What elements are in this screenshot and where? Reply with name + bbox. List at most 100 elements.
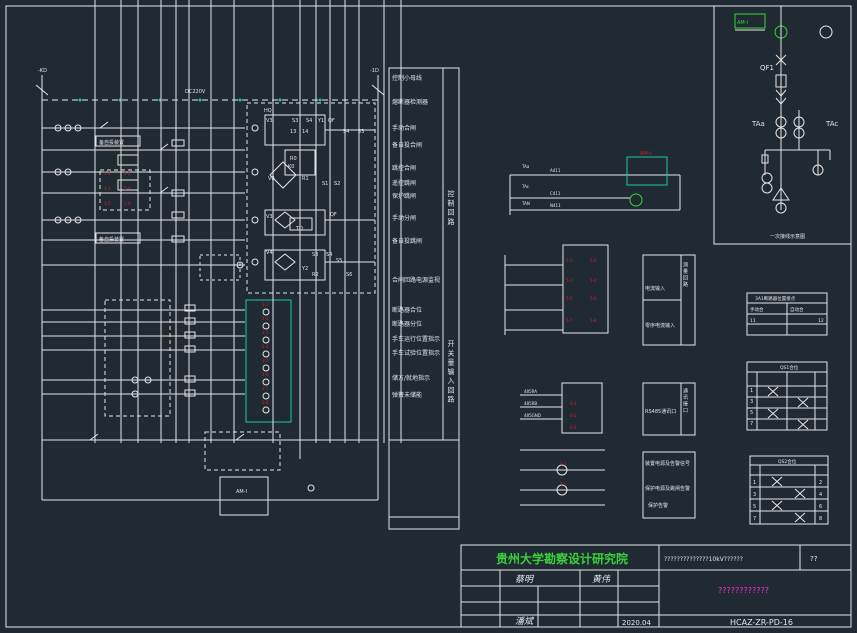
table-crosses <box>767 386 809 523</box>
table2-title: QS1合位 <box>780 364 799 371</box>
table1-h4: 12 <box>818 318 824 324</box>
control-row-label: 备自投合闸 <box>392 141 422 149</box>
relay-label: S5 <box>336 258 342 264</box>
table1-h2: 自动合 <box>790 306 804 313</box>
svg-text:5-2: 5-2 <box>590 258 597 263</box>
relay-label: QF <box>328 118 335 124</box>
svg-text:1-5: 1-5 <box>104 201 111 206</box>
title-block <box>460 544 852 628</box>
relay-label: Y2 <box>301 266 308 272</box>
terminal-circles <box>262 308 270 414</box>
svg-text:1-6: 1-6 <box>124 201 131 206</box>
relay-label: 14 <box>302 129 308 135</box>
drawing-number: HCAZ-ZR-PD-16 <box>730 618 793 627</box>
signature-2: 黄伟 <box>592 574 611 585</box>
control-row-label: 熔断器检测器 <box>392 98 428 106</box>
protect-power-label: 保护电源及跳闸告警 <box>645 485 690 492</box>
ta-label: TAa <box>521 164 530 169</box>
input-terminal-frame <box>245 299 292 423</box>
panel-ta-c-label: TAc <box>825 120 838 128</box>
relay-label: V4 <box>266 250 273 256</box>
one-line-panel <box>713 5 852 245</box>
rs485-terminal-label: 485GND <box>524 413 541 418</box>
svg-text:5-8: 5-8 <box>590 318 597 323</box>
am-left-label: AM-I <box>236 489 247 495</box>
svg-text:1-4: 1-4 <box>124 186 131 191</box>
panel-ta-a-label: TAa <box>751 120 765 128</box>
control-row-label: 备自投跳闸 <box>392 237 422 245</box>
table1-h1: 手动合 <box>750 306 764 313</box>
relay-label: 13 <box>290 129 296 135</box>
table2-row: 7 <box>750 421 753 427</box>
svg-text:1-1: 1-1 <box>104 171 111 176</box>
svg-text:2-8: 2-8 <box>262 400 269 405</box>
relay-label: S4 <box>326 252 332 258</box>
status-side-label: 开 关 量 输 入 回 路 <box>447 340 455 404</box>
dc-bus-label: DC220V <box>185 89 206 95</box>
svg-text:7-1: 7-1 <box>560 462 567 467</box>
panel-am-label: AM-I <box>737 20 748 26</box>
table3-row: 7 <box>753 516 756 522</box>
svg-text:7-2: 7-2 <box>560 482 567 487</box>
table3-row-right: 2 <box>819 480 822 486</box>
table3-row-right: 8 <box>819 516 822 522</box>
small-tables <box>746 292 829 525</box>
table1-h3: 11 <box>750 318 756 324</box>
svg-text:2-7: 2-7 <box>262 386 269 391</box>
current-input-label: 电流输入 <box>645 285 665 292</box>
svg-text:5-7: 5-7 <box>566 318 573 323</box>
svg-text:5-6: 5-6 <box>590 296 597 301</box>
table3-row-right: 4 <box>819 492 822 498</box>
zero-current-label: 零序电流输入 <box>645 322 675 329</box>
svg-text:6-1: 6-1 <box>570 401 577 406</box>
signature-3: 潘斌 <box>515 616 535 627</box>
rs485-terminal-label: 485RA <box>524 389 537 394</box>
relay-label: TQ <box>295 226 303 232</box>
bus-label-left: -KD <box>38 68 47 74</box>
control-row-label: 手动合闸 <box>392 124 416 132</box>
svg-text:2-3: 2-3 <box>262 330 269 335</box>
table3-row: 3 <box>753 492 756 498</box>
protect-alarm-label: 保护告警 <box>648 502 668 509</box>
status-row-label: 手车试验位置指示 <box>392 349 440 357</box>
status-row-label: 断路器合位 <box>392 306 422 314</box>
relay-label: S4 <box>306 118 312 124</box>
ta-label: TAN <box>521 201 530 206</box>
auto-device-label-1: 备自投装置 <box>99 139 124 146</box>
panel-caption: 一次接线示意图 <box>770 233 805 240</box>
svg-text:5-5: 5-5 <box>566 296 573 301</box>
status-row-label: 手车运行位置指示 <box>392 335 440 343</box>
svg-text:5-3: 5-3 <box>566 278 573 283</box>
rs485-terminal-label: 485RB <box>524 401 537 406</box>
rs485-label: RS485通讯口 <box>645 408 676 415</box>
status-row-label: 储方/就地指示 <box>392 374 430 382</box>
relay-label: QF <box>330 212 337 218</box>
relay-label: K0 <box>288 164 294 170</box>
table1-title: 3A1断路器位置接点 <box>755 295 796 302</box>
relay-label: 54 <box>343 129 349 135</box>
signature-1: 蔡明 <box>515 574 535 585</box>
relay-label: Y1 <box>317 118 324 124</box>
measure-side-label: 测 量 回 路 <box>682 261 688 288</box>
control-circuit <box>35 75 385 516</box>
measure-circuit <box>504 156 696 519</box>
ta-label: TAc <box>521 184 529 189</box>
device-power-label: 装置电源及告警信号 <box>645 460 690 467</box>
relay-label: V0 <box>268 176 275 182</box>
am-measure-label: AM-I <box>640 151 651 157</box>
svg-text:1-3: 1-3 <box>104 186 111 191</box>
panel-qf-label: QF1 <box>760 64 774 72</box>
relay-label: S3 <box>292 118 298 124</box>
auto-device-label-2: 备自投装置 <box>99 236 124 243</box>
control-row-label: 合闸回路电源监视 <box>392 276 440 284</box>
table2-row: 5 <box>750 410 753 416</box>
relay-label: S2 <box>334 181 340 187</box>
status-row-label: 弹簧未储能 <box>392 391 422 399</box>
relay-label: 53 <box>358 129 364 135</box>
svg-text:2-1: 2-1 <box>262 302 269 307</box>
relay-label: S6 <box>346 272 352 278</box>
bus-label-right: -1D <box>370 68 379 74</box>
relay-label: R0 <box>290 156 297 162</box>
